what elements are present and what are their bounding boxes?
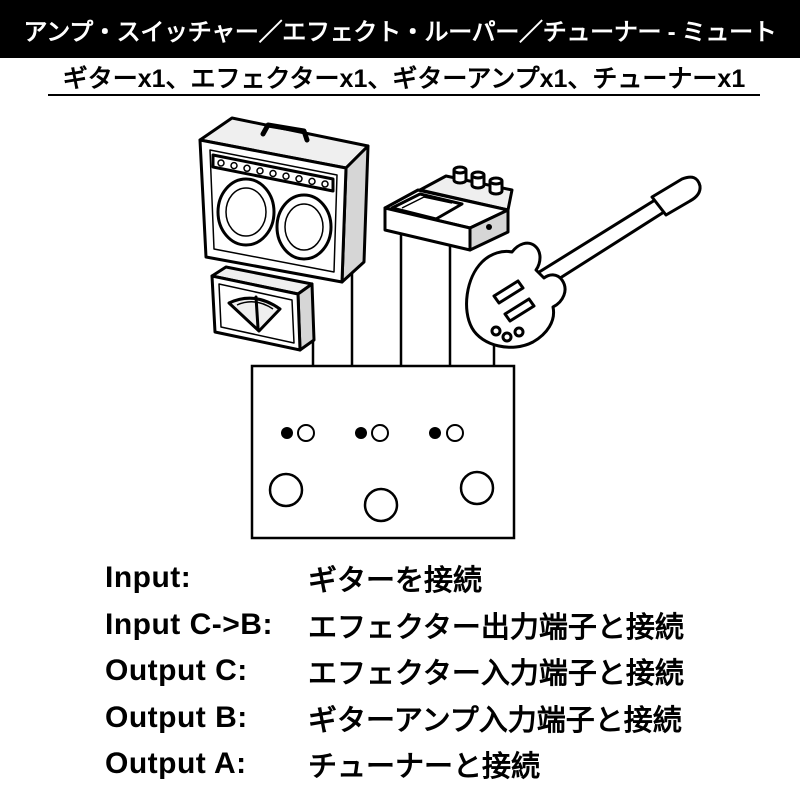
guitar-headstock [650,175,702,217]
guitar-control-knob [501,331,513,343]
amp-knob [295,175,303,183]
connection-cables [311,234,496,366]
connection-diagram [198,116,702,540]
pedal-knob-top [452,165,468,175]
guitar-neck-pickup [492,279,525,305]
effects-pedal-icon [383,165,514,252]
pedal-knob [488,176,504,196]
electric-guitar-icon [465,175,702,349]
equipment-subtitle: ギターx1、エフェクターx1、ギターアンプx1、チューナーx1 [48,64,760,96]
amp-knob [269,169,277,178]
led-pair-right [429,424,464,442]
pedal-jack [486,224,492,230]
port-label: Input: [105,561,192,595]
speaker-cone-inner [225,187,267,237]
amp-handle [260,122,310,143]
amp-knob [321,180,329,188]
switcher-box-icon [250,364,516,540]
port-description: ギターアンプ入力端子と接続 [308,704,682,737]
guitar-control-knob [513,326,525,338]
footswitch-center [363,487,399,523]
port-description: エフェクター出力端子と接続 [308,611,684,644]
led-off [297,424,315,442]
pedal-knob-top [470,170,486,180]
led-on [355,427,367,439]
connection-row-input: Input: ギターを接続 [105,555,785,602]
amp-knob [282,172,290,180]
port-label: Output A: [105,747,247,781]
pedal-plate-groove [401,196,453,209]
amp-side-face [340,144,370,284]
port-description: エフェクター入力端子と接続 [308,658,684,691]
led-off [446,424,464,442]
amp-knobs [217,159,329,188]
pedal-footswitch-plate [390,192,464,221]
amp-knob [256,167,264,175]
pedal-knob [470,170,486,190]
tuner-display-border [218,283,295,344]
pedal-knobs [452,165,504,196]
guitar-control-knob [490,325,502,337]
port-label: Output B: [105,700,248,734]
tuner-icon [210,265,316,352]
connection-row-output-b: Output B: ギターアンプ入力端子と接続 [105,695,785,742]
guitar-bridge-pickup [503,297,536,323]
guitar-amp-icon [198,116,370,284]
port-description: チューナーと接続 [308,751,541,784]
guitar-body [465,241,567,349]
connection-row-input-c-b: Input C->B: エフェクター出力端子と接続 [105,602,785,649]
amp-knob [308,177,316,186]
footswitch-left [268,472,304,508]
port-label: Input C->B: [105,607,273,641]
connection-row-output-c: Output C: エフェクター入力端子と接続 [105,648,785,695]
led-pair-center [355,424,389,442]
port-label: Output C: [105,654,248,688]
amp-speaker-left [216,177,276,247]
amp-front-inner-border [209,149,338,273]
pedal-knob-top [488,176,504,186]
connection-list: Input: ギターを接続 Input C->B: エフェクター出力端子と接続 … [105,555,785,788]
amp-speaker-right [275,193,333,261]
led-on [429,427,441,439]
led-on [281,427,293,439]
page-title: アンプ・スイッチャー／エフェクト・ルーパー／チューナー - ミュート [23,18,777,46]
port-description: ギターを接続 [308,565,483,598]
amp-knob [243,164,251,173]
amp-knob [230,161,238,170]
led-off [371,424,389,442]
pedal-knob [452,165,468,185]
amp-knob [217,159,225,167]
speaker-cone-inner [284,203,324,251]
footswitch-right [459,470,495,506]
title-banner: アンプ・スイッチャー／エフェクト・ルーパー／チューナー - ミュート [0,0,800,58]
connection-row-output-a: Output A: チューナーと接続 [105,741,785,788]
tuner-needle [254,295,260,330]
led-pair-left [281,424,315,442]
